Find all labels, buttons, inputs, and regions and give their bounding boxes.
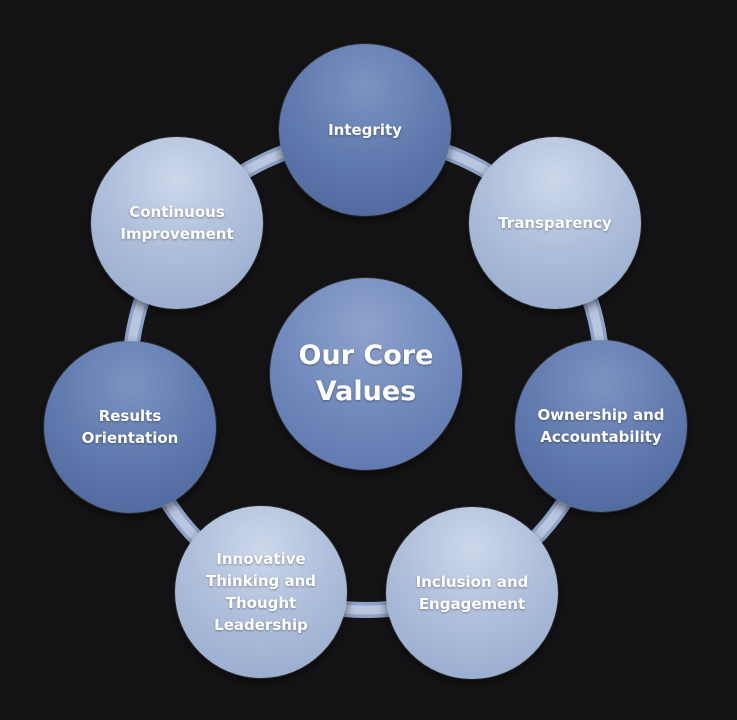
- center-node: Our Core Values: [270, 278, 462, 470]
- value-node-innovative: Innovative Thinking and Thought Leadersh…: [175, 506, 347, 678]
- value-node-inclusion: Inclusion and Engagement: [386, 507, 558, 679]
- value-label-transparency: Transparency: [498, 214, 612, 232]
- value-label-inclusion: Inclusion and Engagement: [415, 573, 529, 613]
- value-node-transparency: Transparency: [469, 137, 641, 309]
- value-node-results: Results Orientation: [44, 341, 216, 513]
- center-title: Our Core Values: [298, 340, 434, 407]
- value-node-integrity: Integrity: [279, 44, 451, 216]
- value-label-innovative: Innovative Thinking and Thought Leadersh…: [205, 550, 317, 634]
- value-label-continuous: Continuous Improvement: [120, 203, 234, 243]
- value-node-continuous: Continuous Improvement: [91, 137, 263, 309]
- value-label-ownership: Ownership and Accountability: [537, 406, 665, 446]
- value-label-integrity: Integrity: [328, 121, 402, 139]
- value-node-ownership: Ownership and Accountability: [515, 340, 687, 512]
- value-label-results: Results Orientation: [81, 407, 179, 447]
